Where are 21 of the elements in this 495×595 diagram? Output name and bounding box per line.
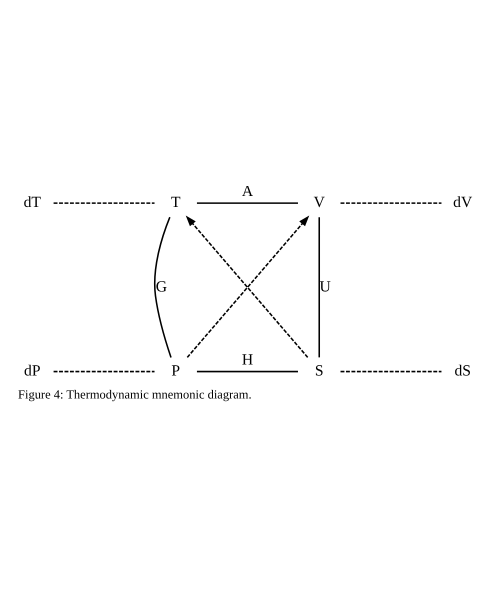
node-text: T — [171, 194, 181, 212]
node-text: dS — [454, 362, 471, 380]
connector — [54, 202, 155, 204]
connector — [340, 370, 442, 372]
node-text: P — [171, 362, 180, 380]
connector — [340, 202, 442, 204]
connector — [54, 370, 155, 372]
node-text: dV — [453, 194, 472, 212]
connector — [196, 370, 298, 372]
caption: Figure 4: Thermodynamic mnemonic diagram. — [18, 388, 252, 402]
node-text: V — [314, 194, 325, 212]
edge-label: G — [156, 278, 167, 296]
node-text: dP — [24, 362, 41, 380]
edge-label: U — [319, 278, 331, 296]
edge-label: A — [242, 183, 254, 200]
connector — [196, 202, 298, 204]
connector — [318, 217, 320, 358]
edge-label: H — [242, 352, 254, 369]
connector — [154, 216, 172, 358]
node-text: dT — [24, 194, 41, 212]
node-text: S — [314, 362, 324, 380]
